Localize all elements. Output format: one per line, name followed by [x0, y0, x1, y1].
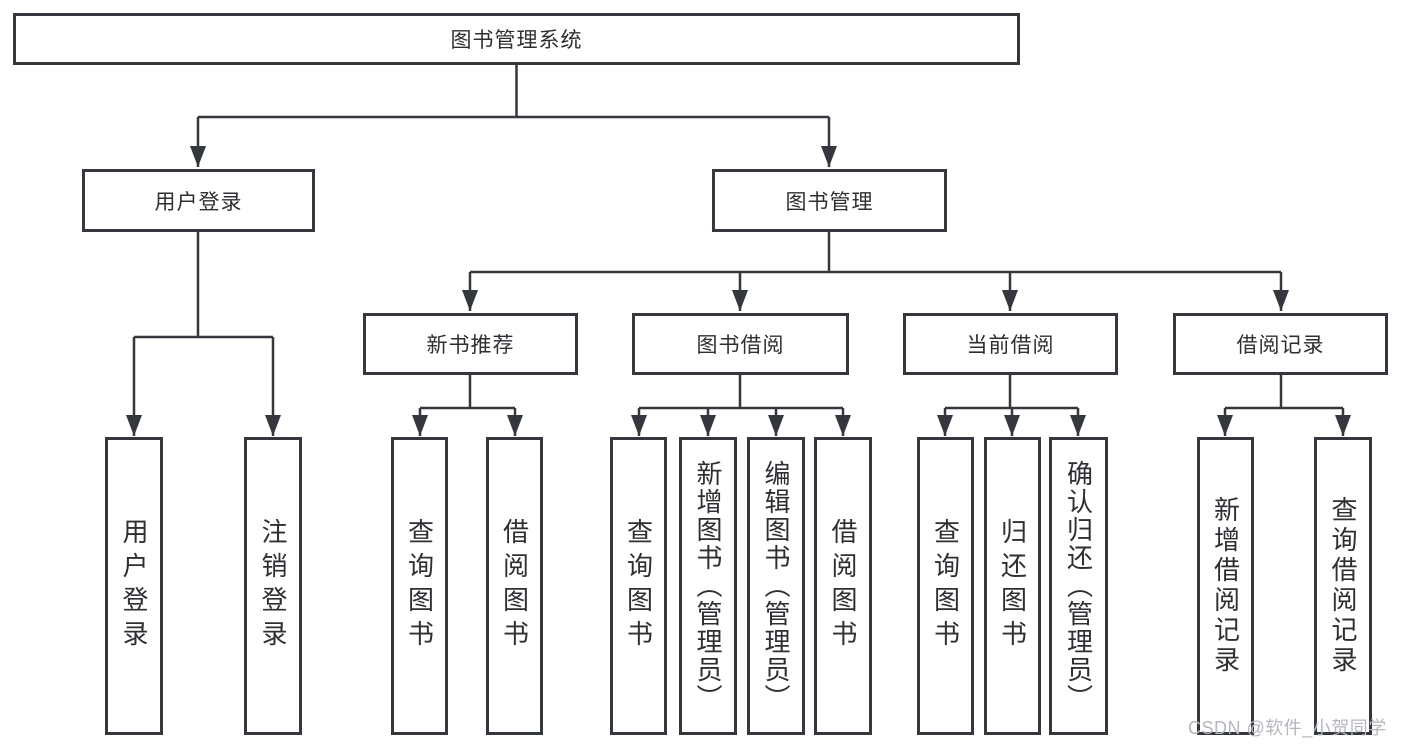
node-book-management: 图书管理 — [712, 169, 947, 232]
node-label: 图书管理系统 — [450, 29, 583, 52]
node-leaf-query-book-recommend: 查询图书 — [391, 437, 448, 735]
node-borrowing-records: 借阅记录 — [1173, 313, 1388, 375]
node-leaf-query-book-borrowing: 查询图书 — [610, 437, 667, 735]
node-new-book-recommend: 新书推荐 — [363, 313, 578, 375]
node-current-borrowing: 当前借阅 — [903, 313, 1118, 375]
watermark: CSDN @软件_小贺同学 — [1188, 718, 1387, 738]
node-label: 借阅图书 — [828, 518, 858, 654]
node-label: 注销登录 — [258, 518, 288, 654]
node-label: 编辑图书（管理员） — [761, 460, 791, 712]
node-label: 图书管理 — [785, 190, 874, 214]
node-label: 新书推荐 — [426, 334, 515, 357]
node-leaf-query-borrow-record: 查询借阅记录 — [1314, 437, 1372, 735]
node-label: 确认归还（管理员） — [1063, 460, 1094, 712]
node-label: 用户登录 — [119, 518, 149, 654]
node-label: 图书借阅 — [696, 334, 785, 357]
node-leaf-return-book: 归还图书 — [984, 437, 1041, 735]
node-user-login-group: 用户登录 — [82, 169, 315, 232]
node-label: 查询图书 — [930, 518, 961, 654]
node-leaf-user-login: 用户登录 — [105, 437, 163, 735]
node-label: 查询图书 — [404, 518, 435, 654]
node-label: 借阅图书 — [499, 518, 530, 654]
node-leaf-add-borrow-record: 新增借阅记录 — [1197, 437, 1254, 735]
node-label: 用户登录 — [154, 190, 243, 214]
node-label: 借阅记录 — [1236, 334, 1325, 357]
node-label: 归还图书 — [997, 518, 1028, 654]
node-label: 当前借阅 — [966, 334, 1055, 357]
node-leaf-query-book-current: 查询图书 — [917, 437, 974, 735]
node-book-borrowing: 图书借阅 — [632, 313, 849, 375]
node-leaf-borrow-book-recommend: 借阅图书 — [486, 437, 543, 735]
node-leaf-edit-book-admin: 编辑图书（管理员） — [747, 437, 805, 735]
node-leaf-borrow-book-borrowing: 借阅图书 — [814, 437, 872, 735]
node-leaf-confirm-return-admin: 确认归还（管理员） — [1049, 437, 1108, 735]
node-label: 新增图书（管理员） — [693, 460, 723, 712]
node-system-root: 图书管理系统 — [13, 13, 1020, 65]
node-leaf-add-book-admin: 新增图书（管理员） — [679, 437, 737, 735]
node-leaf-logout: 注销登录 — [244, 437, 302, 735]
node-label: 查询图书 — [623, 518, 654, 654]
node-label: 查询借阅记录 — [1328, 496, 1358, 676]
node-label: 新增借阅记录 — [1210, 496, 1241, 676]
